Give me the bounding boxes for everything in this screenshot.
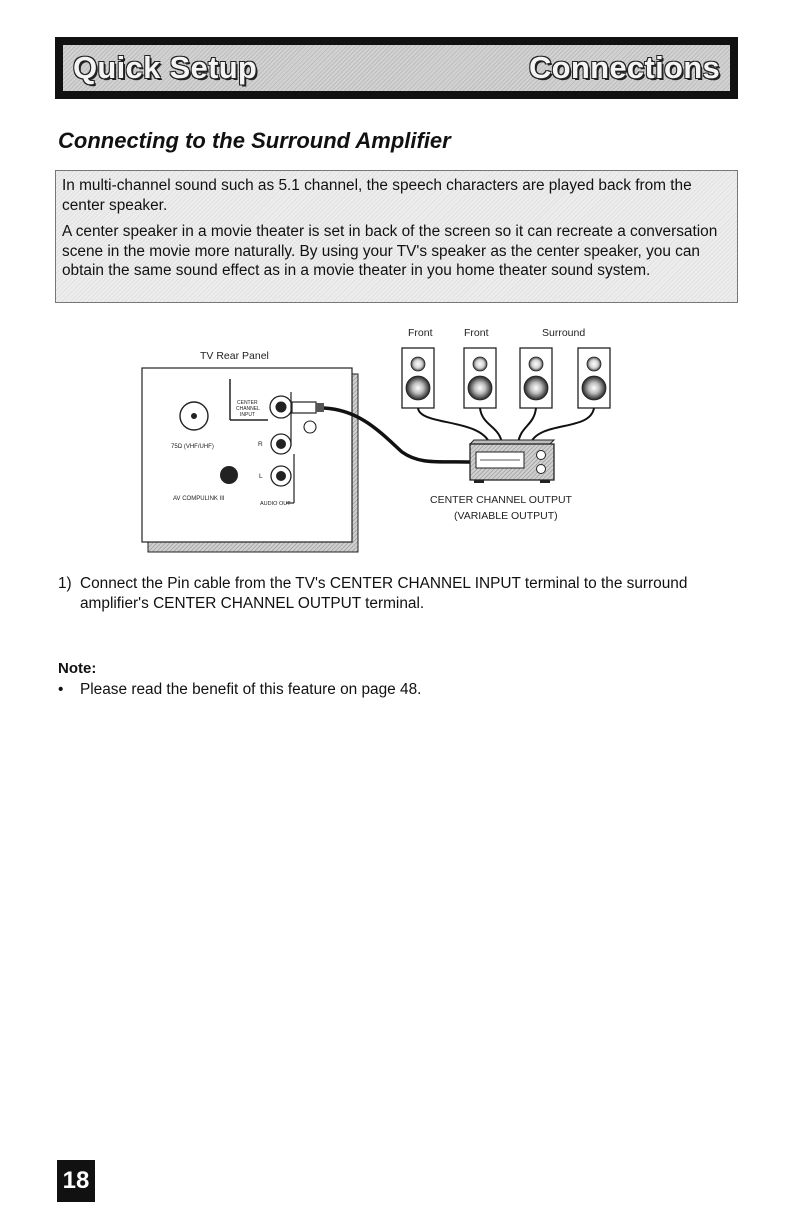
speaker-front-right	[463, 347, 497, 409]
step-text: Connect the Pin cable from the TV's CENT…	[80, 575, 688, 612]
pin-cable	[323, 406, 471, 464]
amplifier-output-label: CENTER CHANNEL OUTPUT	[430, 494, 573, 506]
page-number-badge: 18	[57, 1160, 95, 1202]
note-item: • Please read the benefit of this feature…	[58, 680, 421, 700]
step-item: 1) Connect the Pin cable from the TV's C…	[58, 574, 738, 614]
intro-paragraph: A center speaker in a movie theater is s…	[62, 223, 718, 279]
intro-paragraph: In multi-channel sound such as 5.1 chann…	[62, 177, 692, 214]
left-channel-label: L	[259, 473, 263, 480]
note-heading: Note:	[58, 660, 97, 677]
surround-amplifier	[468, 439, 556, 483]
jack-center	[276, 471, 286, 481]
speaker-wire	[417, 407, 491, 445]
antenna-label: 75Ω (VHF/UHF)	[171, 444, 214, 450]
compulink-jack	[220, 466, 238, 484]
tv-panel	[141, 367, 353, 543]
section-title: Connecting to the Surround Amplifier	[58, 128, 451, 153]
tv-panel-label: TV Rear Panel	[200, 350, 269, 362]
header-section-title: Quick Setup	[73, 50, 258, 85]
speaker-front-left	[401, 347, 435, 409]
rca-plug-collar	[316, 403, 324, 412]
center-input-label: INPUT	[240, 412, 255, 418]
rca-plug	[291, 401, 317, 414]
plug-ring	[303, 420, 317, 434]
speaker-surround-right	[577, 347, 611, 409]
speaker-label: Front	[464, 327, 489, 339]
speaker-wire	[529, 407, 595, 445]
speaker-wire	[479, 407, 503, 445]
center-input-label: CHANNEL	[236, 406, 260, 412]
speaker-surround-left	[519, 347, 553, 409]
page-header: Quick Setup Connections	[55, 37, 738, 99]
speaker-label: Front	[408, 327, 433, 339]
jack-center	[276, 439, 286, 449]
compulink-label: AV COMPULINK III	[173, 496, 225, 502]
header-chapter-title: Connections	[528, 50, 720, 85]
audio-out-label: AUDIO OUT	[260, 501, 291, 507]
intro-box: In multi-channel sound such as 5.1 chann…	[55, 170, 738, 303]
speaker-label: Surround	[542, 327, 585, 339]
amplifier-output-label: (VARIABLE OUTPUT)	[454, 510, 558, 522]
center-input-label: CENTER	[237, 400, 258, 406]
bullet-icon: •	[58, 681, 64, 698]
jack-center	[275, 401, 287, 413]
note-text: Please read the benefit of this feature …	[80, 681, 422, 698]
header-inner: Quick Setup Connections	[63, 45, 730, 91]
right-channel-label: R	[258, 441, 263, 448]
step-number: 1)	[58, 575, 72, 592]
connection-diagram: TV Rear Panel 75Ω (VHF/UHF) CENTER CHANN…	[141, 327, 611, 553]
antenna-pin	[191, 413, 197, 419]
